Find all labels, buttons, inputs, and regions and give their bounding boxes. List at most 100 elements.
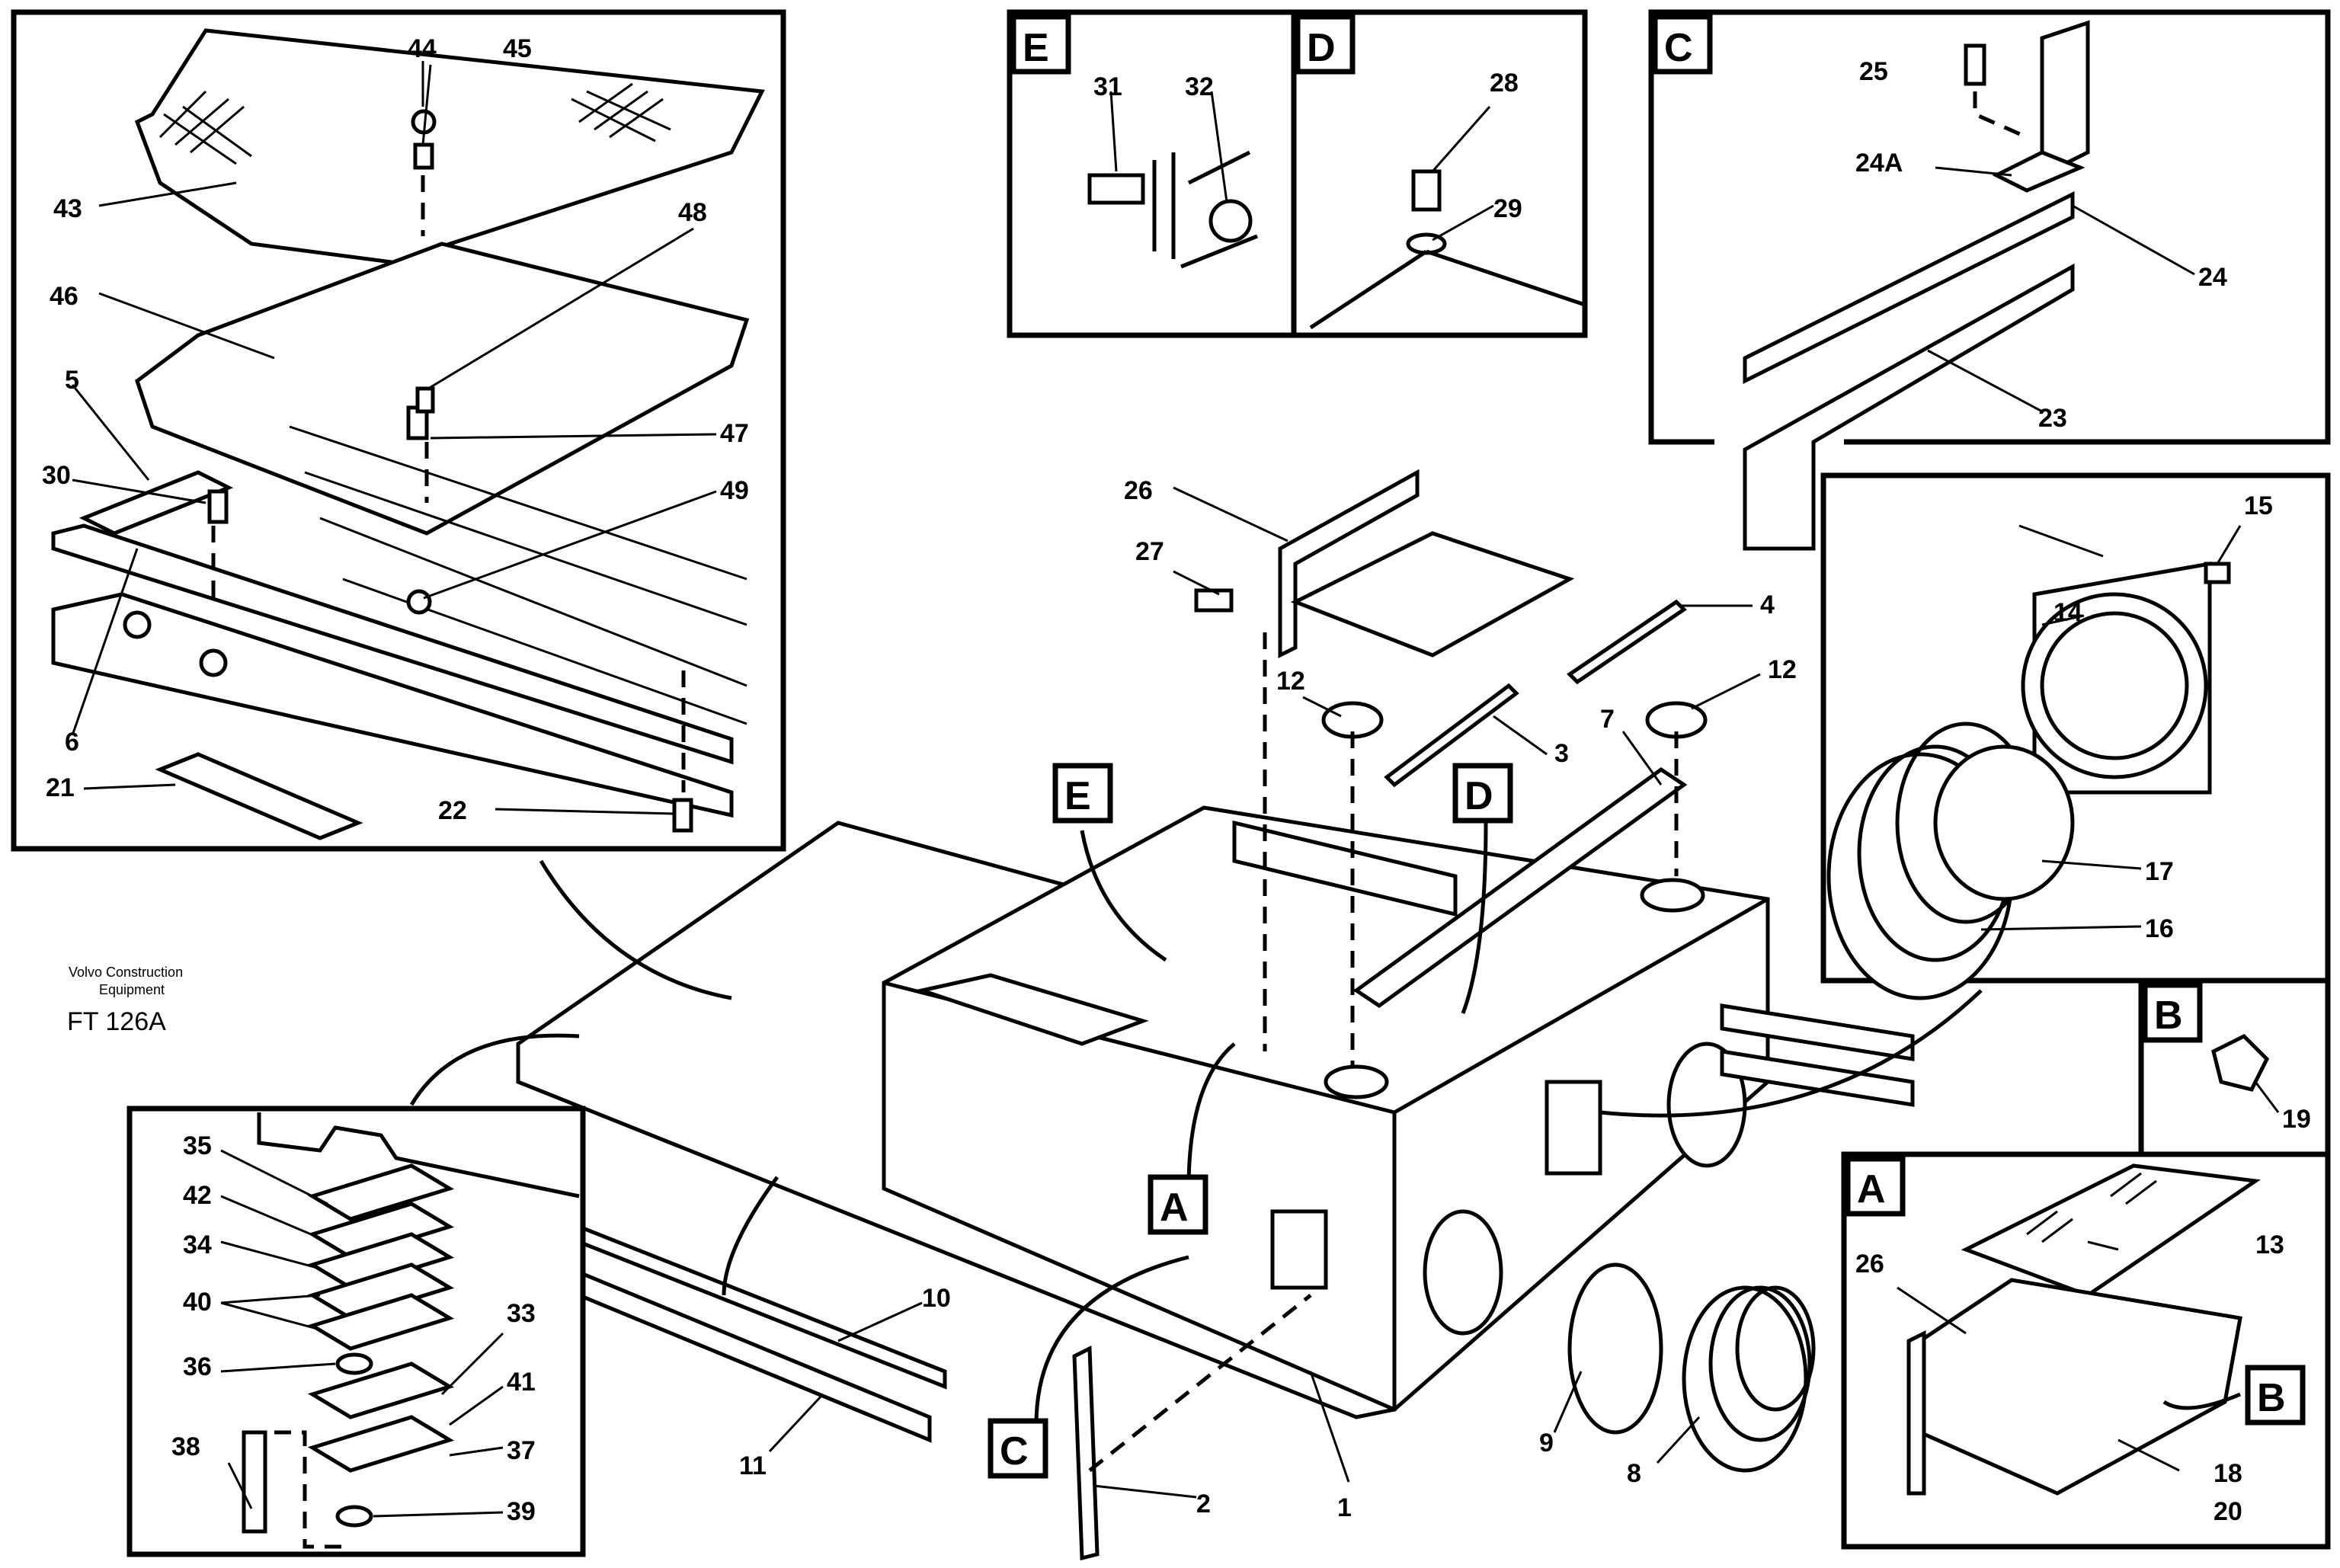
vent-panel [1545, 1080, 1602, 1176]
part-label: 11 [739, 1451, 767, 1480]
callout-arrow [539, 859, 732, 1000]
section-letter: C [1664, 26, 1693, 70]
part-label: 4 [1760, 590, 1775, 619]
part-label: 27 [1135, 537, 1164, 566]
callout-arrow [1599, 989, 1983, 1118]
part-label: 28 [1490, 69, 1519, 98]
company-line2: Equipment [99, 982, 165, 997]
part-label: 35 [183, 1131, 212, 1160]
part-label: 34 [183, 1230, 212, 1259]
part-label: 26 [1855, 1250, 1884, 1278]
frame-strip [51, 523, 734, 765]
part-label: 19 [2282, 1105, 2311, 1134]
part-label: 22 [438, 796, 467, 825]
part-label: 42 [183, 1181, 212, 1210]
duct-ring [2021, 592, 2208, 779]
callout-arrow [409, 1033, 580, 1106]
detail-box-c [1648, 9, 2331, 551]
callout-arrow [722, 1176, 779, 1296]
part-label: 21 [46, 773, 75, 802]
part-label: 3 [1554, 739, 1569, 768]
section-tag-d-header [1295, 14, 1356, 75]
part-label: 45 [503, 34, 532, 63]
rail [1743, 190, 2075, 385]
tray-side [1906, 1330, 1926, 1496]
floor-plate [135, 242, 750, 536]
part-label: 48 [678, 198, 707, 227]
part-label: 43 [53, 194, 82, 223]
bracket-plate [1290, 531, 1575, 658]
callout-arrow [1461, 822, 1488, 1014]
bracket-panel [1278, 469, 1420, 659]
detail-box-duct [1820, 472, 2331, 1000]
callout-arrow [1186, 1042, 1236, 1189]
mount-plate [307, 1415, 455, 1473]
company-line1: Volvo Construction [69, 965, 183, 980]
pipe [1720, 1049, 1915, 1107]
section-tags: E D C B A E D A C B [988, 14, 2306, 1479]
mesh-plate [134, 28, 765, 269]
part-label: 26 [1124, 476, 1153, 505]
bracket [2040, 20, 2090, 179]
pipe [1720, 1003, 1915, 1061]
part-label: 6 [65, 728, 79, 757]
callout-arrow [1034, 1255, 1189, 1426]
part-label: 24A [1855, 149, 1903, 178]
part-label: 1 [1337, 1493, 1352, 1522]
part-label: 20 [2214, 1497, 2242, 1526]
part-label: 12 [1276, 667, 1305, 696]
washer [199, 648, 228, 677]
section-tag-a [1148, 1174, 1208, 1235]
section-tag-b-header [2142, 982, 2203, 1043]
part-label: 30 [42, 461, 71, 490]
mount-plate [307, 1163, 455, 1221]
part-label: 36 [183, 1352, 212, 1381]
clip [2211, 1033, 2270, 1092]
part-label: 2 [1196, 1490, 1211, 1518]
part-label: 8 [1627, 1459, 1641, 1488]
part-label: 38 [171, 1432, 200, 1461]
hose-clamp [1567, 1262, 1663, 1435]
bolt [1411, 169, 1442, 212]
part-label: 31 [1093, 72, 1122, 101]
washer [406, 589, 432, 615]
lower-frame [51, 592, 734, 818]
mesh-plate [1961, 1163, 2261, 1298]
section-tag-b [2245, 1365, 2306, 1426]
part-label: 25 [1859, 57, 1888, 86]
section-letter: B [2154, 994, 2183, 1038]
main-cabin-frame [409, 469, 2241, 1561]
part-label: 16 [2145, 914, 2174, 943]
section-letter: A [1160, 1186, 1189, 1230]
part-label: 32 [1185, 72, 1214, 101]
section-letter: C [1000, 1429, 1029, 1474]
section-tag-e-header [1010, 14, 1071, 75]
section-letter: A [1857, 1167, 1886, 1211]
bolt [242, 1430, 267, 1534]
part-label: 9 [1539, 1429, 1554, 1458]
detail-box-mount [126, 1106, 586, 1557]
section-tag-d [1452, 763, 1513, 824]
part-label: 44 [408, 34, 437, 63]
part-labels: 1 2 3 4 5 6 7 8 9 10 11 12 12 13 14 15 1… [42, 34, 2311, 1526]
port-ring [1640, 878, 1705, 913]
bolt [1964, 43, 1986, 86]
part-label: 17 [2145, 857, 2174, 886]
part-label: 39 [507, 1497, 536, 1526]
part-label: 29 [1493, 194, 1522, 223]
rod [1384, 683, 1519, 788]
section-letter: D [1307, 26, 1336, 70]
detail-box-a [1841, 1151, 2331, 1550]
rail-lower [1743, 263, 2075, 551]
rubber-seal [1072, 1346, 1100, 1561]
bolt [1194, 588, 1234, 613]
part-label: 49 [720, 476, 749, 505]
floor-piece [155, 752, 363, 840]
section-tag-c-header [1652, 14, 1713, 75]
section-letter: B [2257, 1376, 2286, 1420]
outlet-ring [1423, 1209, 1503, 1336]
callout-arrow [1080, 830, 1167, 962]
part-label: 7 [1600, 705, 1615, 734]
leaders-topleft [71, 61, 717, 815]
